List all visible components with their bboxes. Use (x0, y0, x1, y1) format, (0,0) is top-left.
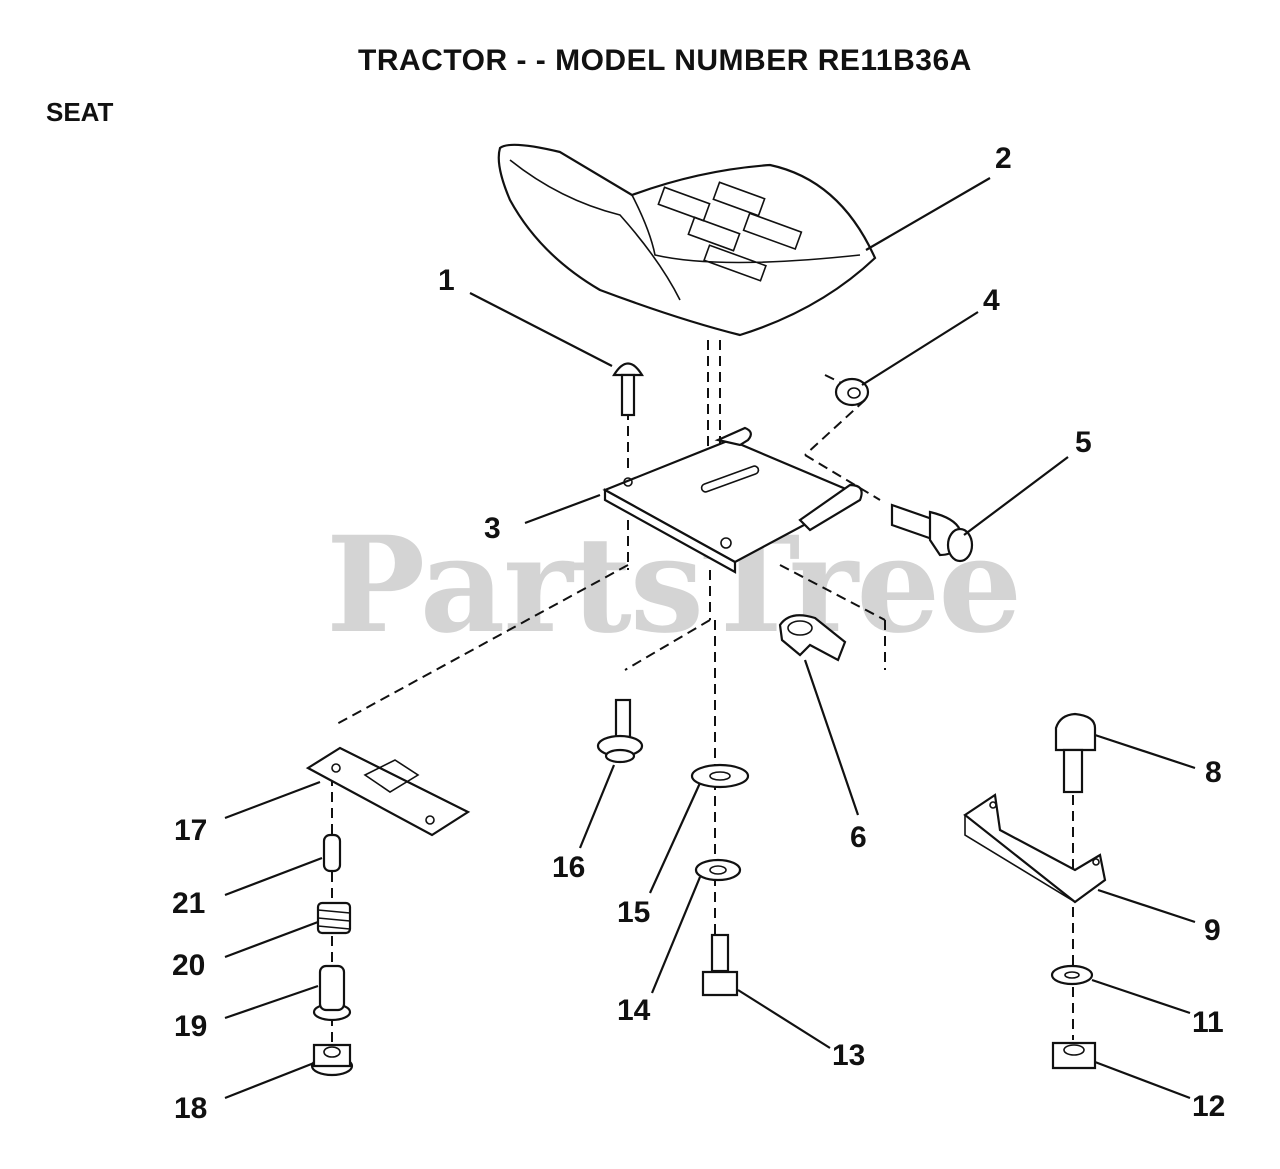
callout-2: 2 (995, 142, 1012, 175)
callout-5: 5 (1075, 426, 1092, 459)
callout-11: 11 (1192, 1006, 1224, 1039)
nut (834, 377, 870, 407)
callout-8: 8 (1205, 756, 1222, 789)
hex-bolt (701, 933, 739, 997)
bracket (963, 793, 1107, 904)
flat-washer (690, 763, 750, 789)
callout-3: 3 (484, 512, 501, 545)
lock-washer (694, 858, 742, 882)
callout-9: 9 (1204, 914, 1221, 947)
hex-bolt-large (1054, 712, 1097, 794)
flange-nut (310, 1043, 354, 1077)
assembly-lines (331, 340, 1074, 1050)
callout-18: 18 (174, 1092, 207, 1125)
carriage-bolt (612, 362, 644, 417)
pivot-bolt (890, 503, 974, 563)
washer (1050, 964, 1094, 986)
shoulder-bolt (596, 698, 644, 764)
knob (312, 964, 352, 1022)
clip (778, 614, 847, 662)
callout-12: 12 (1192, 1090, 1225, 1123)
seat-bracket (602, 426, 863, 574)
callout-4: 4 (983, 284, 1000, 317)
diagram-title: TRACTOR - - MODEL NUMBER RE11B36A (358, 44, 972, 77)
callout-21: 21 (172, 887, 205, 920)
callout-13: 13 (832, 1039, 865, 1072)
callout-17: 17 (174, 814, 207, 847)
callout-15: 15 (617, 896, 650, 929)
pin (322, 833, 342, 873)
callout-16: 16 (552, 851, 585, 884)
seat (497, 143, 877, 337)
callout-14: 14 (617, 994, 651, 1027)
slide-rail (305, 746, 471, 837)
callout-20: 20 (172, 949, 205, 982)
callout-1: 1 (438, 264, 455, 297)
callout-6: 6 (850, 821, 867, 854)
callout-19: 19 (174, 1010, 207, 1043)
callout-numbers: 1 2 3 4 5 6 8 9 11 12 13 14 15 16 17 21 … (172, 142, 1225, 1125)
spring (316, 901, 352, 935)
section-label: SEAT (46, 97, 114, 127)
lock-nut (1051, 1041, 1097, 1070)
leader-lines (224, 177, 1196, 1100)
